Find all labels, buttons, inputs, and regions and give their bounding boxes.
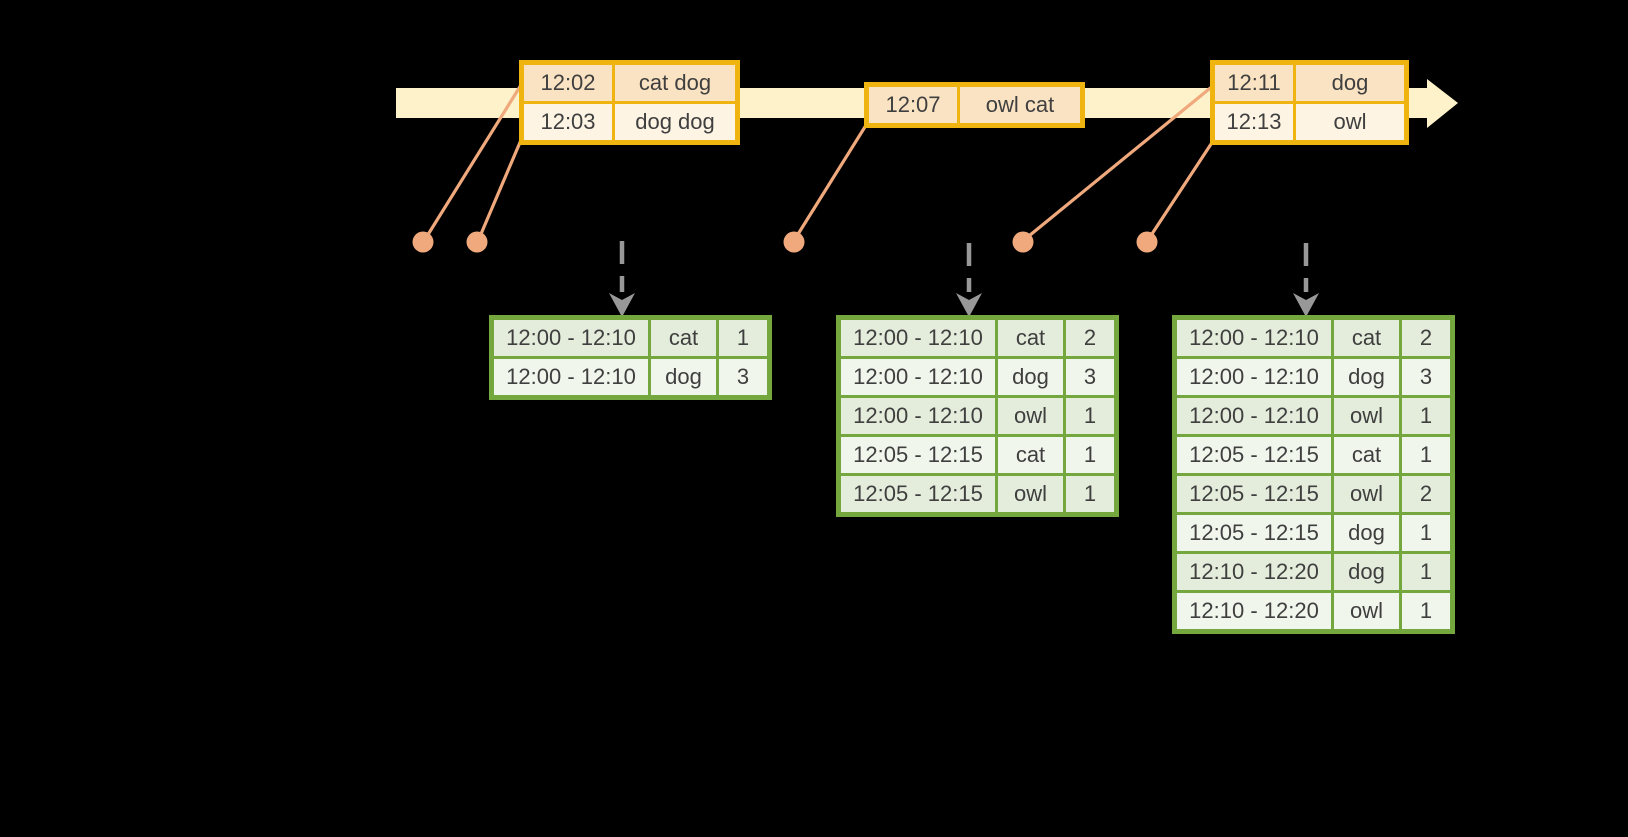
event-dot: [1012, 231, 1034, 253]
trigger-down-arrow-icon: [956, 243, 982, 317]
table-cell: cat: [1331, 434, 1402, 476]
table-cell: dog: [995, 356, 1066, 398]
event-connector-line: [1146, 137, 1217, 241]
trigger-down-arrow-icon: [609, 241, 635, 317]
table-cell: 12:10 - 12:20: [1174, 590, 1334, 632]
table-cell: 12:11: [1212, 62, 1296, 104]
table-cell: 12:10 - 12:20: [1174, 551, 1334, 593]
table-cell: 12:00 - 12:10: [1174, 356, 1334, 398]
event-dot: [783, 231, 805, 253]
table-cell: 12:05 - 12:15: [838, 473, 998, 515]
table-cell: dog dog: [612, 101, 738, 143]
table-cell: 12:00 - 12:10: [838, 317, 998, 359]
table-cell: owl: [995, 395, 1066, 437]
table-cell: 3: [716, 356, 770, 398]
event-connector-line: [793, 121, 870, 240]
table-cell: 1: [1399, 512, 1453, 554]
table-cell: 1: [1399, 551, 1453, 593]
table-cell: dog: [1331, 512, 1402, 554]
table-cell: cat dog: [612, 62, 738, 104]
event-connector-line: [476, 132, 526, 242]
event-dots: [412, 231, 1158, 253]
table-cell: 12:00 - 12:10: [1174, 317, 1334, 359]
event-connector-line: [422, 84, 523, 242]
table-cell: 12:05 - 12:15: [1174, 434, 1334, 476]
table-cell: 12:02: [521, 62, 615, 104]
table-cell: 1: [1063, 395, 1117, 437]
timeline-arrowhead-icon: [1427, 79, 1458, 128]
table-cell: 1: [1399, 434, 1453, 476]
trigger-arrows: [609, 241, 1319, 317]
table-cell: 2: [1399, 317, 1453, 359]
table-cell: cat: [995, 434, 1066, 476]
table-cell: 1: [1399, 590, 1453, 632]
table-cell: 12:05 - 12:15: [1174, 473, 1334, 515]
table-cell: owl: [1331, 395, 1402, 437]
table-cell: owl: [1331, 590, 1402, 632]
table-cell: owl cat: [957, 84, 1083, 126]
table-cell: owl: [1293, 101, 1407, 143]
table-cell: dog: [1331, 356, 1402, 398]
table-cell: owl: [1331, 473, 1402, 515]
event-dot: [1136, 231, 1158, 253]
table-cell: 3: [1399, 356, 1453, 398]
table-cell: 3: [1063, 356, 1117, 398]
trigger-down-arrow-icon: [1293, 243, 1319, 317]
table-cell: 12:05 - 12:15: [838, 434, 998, 476]
table-cell: cat: [995, 317, 1066, 359]
table-cell: 1: [1399, 395, 1453, 437]
table-cell: 12:00 - 12:10: [1174, 395, 1334, 437]
table-cell: 1: [1063, 434, 1117, 476]
table-cell: 12:00 - 12:10: [838, 395, 998, 437]
table-cell: 12:07: [866, 84, 960, 126]
table-cell: dog: [1293, 62, 1407, 104]
table-cell: 1: [716, 317, 770, 359]
event-dot: [412, 231, 434, 253]
table-cell: 12:03: [521, 101, 615, 143]
event-connector-lines: [422, 83, 1217, 242]
table-cell: 2: [1399, 473, 1453, 515]
event-dot: [466, 231, 488, 253]
table-cell: cat: [648, 317, 719, 359]
table-cell: 12:00 - 12:10: [838, 356, 998, 398]
table-cell: 12:13: [1212, 101, 1296, 143]
table-cell: dog: [1331, 551, 1402, 593]
table-cell: owl: [995, 473, 1066, 515]
table-cell: cat: [1331, 317, 1402, 359]
table-cell: dog: [648, 356, 719, 398]
table-cell: 1: [1063, 473, 1117, 515]
table-cell: 12:05 - 12:15: [1174, 512, 1334, 554]
table-cell: 12:00 - 12:10: [491, 356, 651, 398]
table-cell: 2: [1063, 317, 1117, 359]
event-connector-line: [1022, 83, 1216, 242]
table-cell: 12:00 - 12:10: [491, 317, 651, 359]
